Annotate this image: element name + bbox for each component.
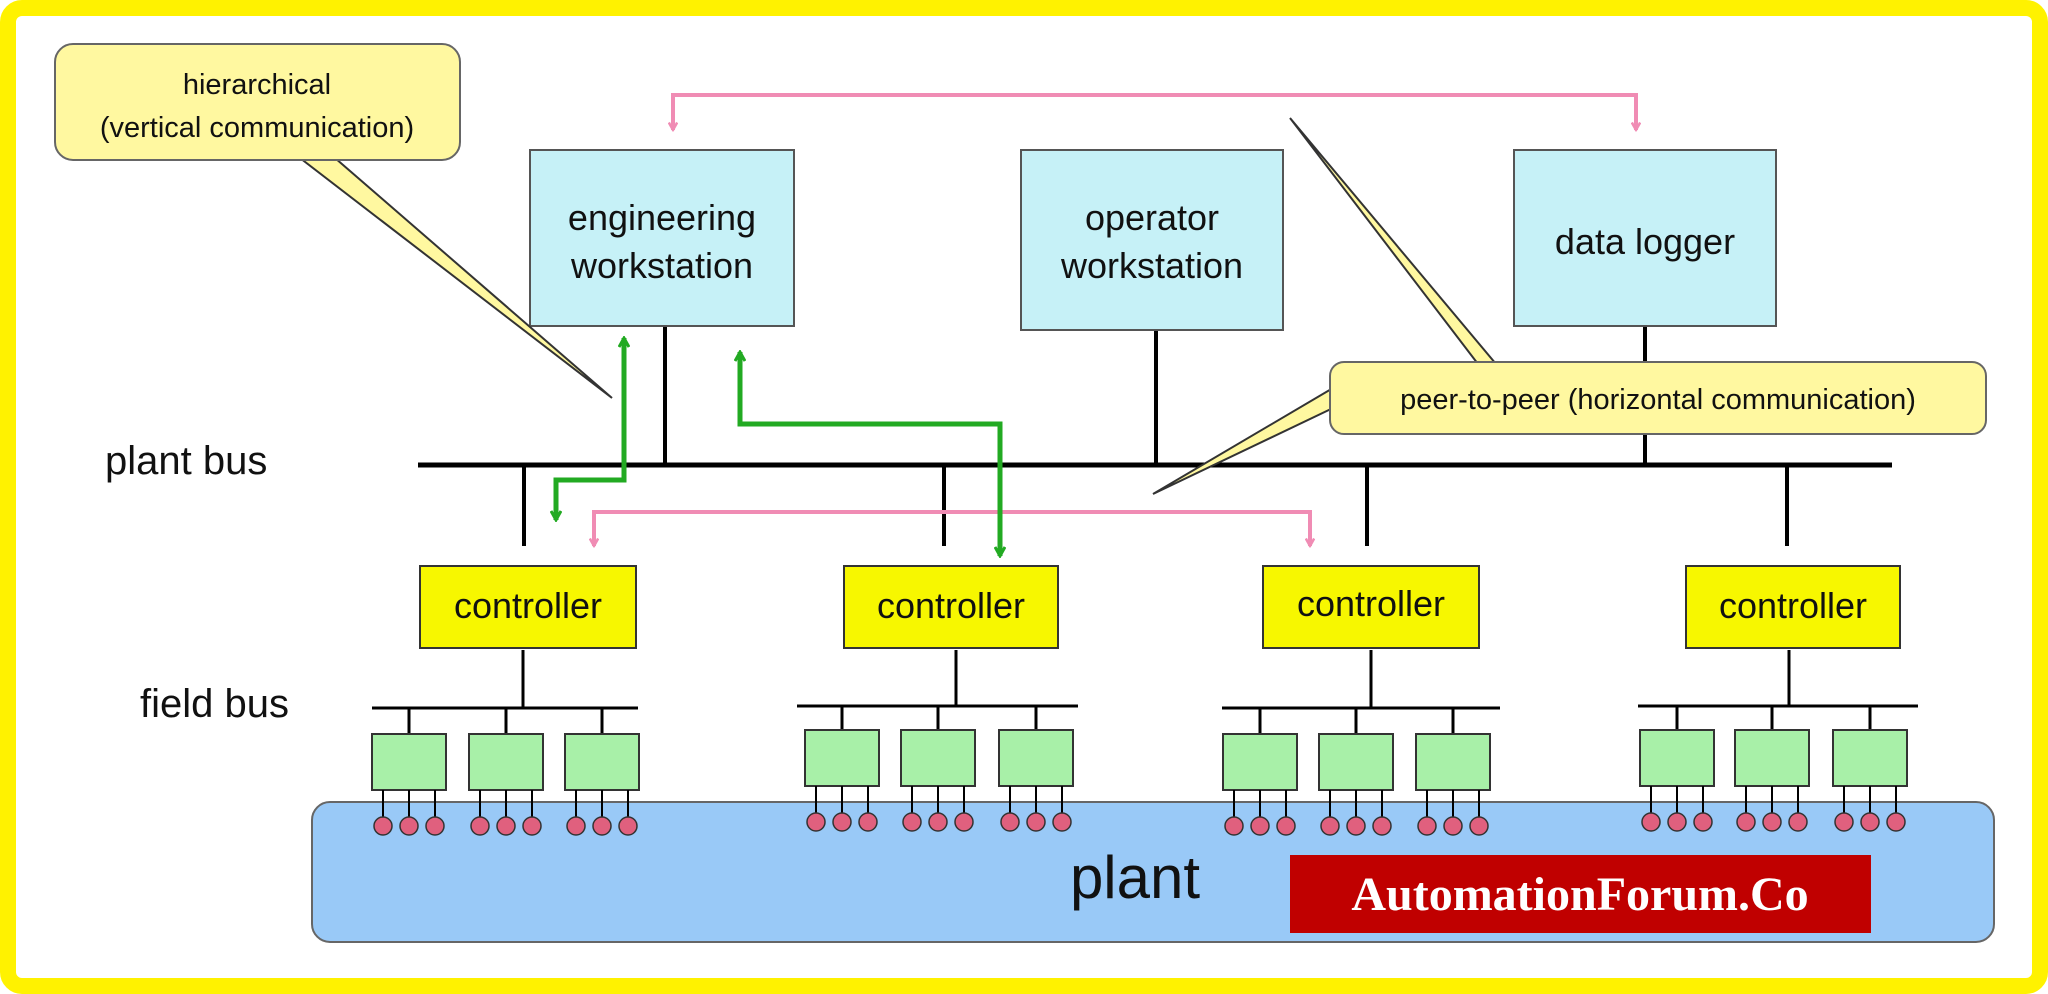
sensor-dot: [425, 816, 445, 836]
controller-box-1: [419, 565, 637, 649]
field-device: [371, 733, 447, 791]
sensor-dot: [373, 816, 393, 836]
engineering-workstation-box: [529, 149, 795, 327]
controller-box-4: [1685, 565, 1901, 649]
sensor-dot: [902, 812, 922, 832]
sensor-dot: [1667, 812, 1687, 832]
sensor-dot: [1320, 816, 1340, 836]
peer-callout-label: peer-to-peer (horizontal communication): [1400, 384, 1916, 416]
field-device: [564, 733, 640, 791]
field-device: [1318, 733, 1394, 791]
peer-callout: [1329, 361, 1987, 435]
sensor-dot: [1443, 816, 1463, 836]
sensor-dot: [1736, 812, 1756, 832]
controller-label-3: controller: [1297, 583, 1445, 624]
peer-arrow-top: [673, 93, 1636, 130]
field-device: [1832, 729, 1908, 787]
engineering-workstation-line2: workstation: [570, 245, 753, 286]
field-device: [804, 729, 880, 787]
sensor-dot: [1469, 816, 1489, 836]
sensor-dot: [592, 816, 612, 836]
plant-bus-label: plant bus: [105, 439, 267, 483]
hierarchical-callout: [54, 43, 461, 161]
controller-label-1: controller: [454, 585, 602, 626]
controller-box-3: [1262, 565, 1480, 649]
hierarchical-arrow-left: [556, 338, 624, 520]
controller-box-2: [843, 565, 1059, 649]
sensor-dot: [1417, 816, 1437, 836]
field-device: [900, 729, 976, 787]
sensor-dot: [522, 816, 542, 836]
hierarchical-callout-line2: (vertical communication): [100, 112, 414, 144]
field-device: [1639, 729, 1715, 787]
sensor-dot: [618, 816, 638, 836]
field-device: [468, 733, 544, 791]
sensor-dot: [1026, 812, 1046, 832]
field-device: [1222, 733, 1298, 791]
sensor-dot: [806, 812, 826, 832]
field-device: [998, 729, 1074, 787]
sensor-dot: [496, 816, 516, 836]
sensor-dot: [1834, 812, 1854, 832]
sensor-dot: [470, 816, 490, 836]
sensor-dot: [1052, 812, 1072, 832]
sensor-dot: [1000, 812, 1020, 832]
field-bus-groups: [371, 650, 1918, 836]
data-logger-label: data logger: [1555, 221, 1735, 262]
sensor-dot: [858, 812, 878, 832]
sensor-dot: [399, 816, 419, 836]
sensor-dot: [1693, 812, 1713, 832]
plant-label: plant: [1070, 844, 1200, 911]
watermark-banner: [1290, 855, 1871, 933]
sensor-dot: [1346, 816, 1366, 836]
sensor-dot: [832, 812, 852, 832]
controller-label-2: controller: [877, 585, 1025, 626]
operator-workstation-line2: workstation: [1060, 245, 1243, 286]
operator-workstation-line1: operator: [1085, 197, 1219, 238]
field-device: [1734, 729, 1810, 787]
sensor-dot: [1224, 816, 1244, 836]
data-logger-box: [1513, 149, 1777, 327]
watermark-text: AutomationForum.Co: [1351, 868, 1808, 921]
field-bus-label: field bus: [140, 682, 289, 726]
operator-workstation-box: [1020, 149, 1284, 331]
sensor-dot: [1276, 816, 1296, 836]
hierarchical-arrow-right: [740, 352, 1000, 556]
sensor-dot: [1372, 816, 1392, 836]
sensor-dot: [1788, 812, 1808, 832]
sensor-dot: [566, 816, 586, 836]
field-device: [1415, 733, 1491, 791]
hierarchical-callout-line1: hierarchical: [183, 69, 331, 101]
sensor-dot: [1860, 812, 1880, 832]
sensor-dot: [1762, 812, 1782, 832]
controller-label-4: controller: [1719, 585, 1867, 626]
sensor-dot: [928, 812, 948, 832]
sensor-dot: [954, 812, 974, 832]
engineering-workstation-line1: engineering: [568, 197, 756, 238]
sensor-dot: [1641, 812, 1661, 832]
sensor-dot: [1886, 812, 1906, 832]
sensor-dot: [1250, 816, 1270, 836]
